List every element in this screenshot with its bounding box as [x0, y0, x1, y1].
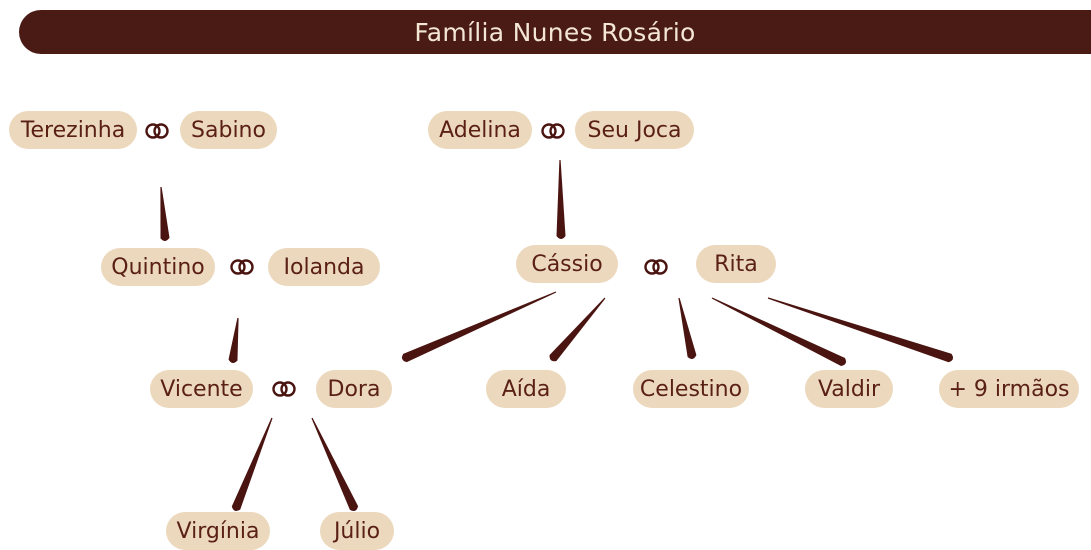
- descent-stroke: [767, 297, 954, 363]
- person-more-siblings: + 9 irmãos: [939, 370, 1079, 408]
- page-title: Família Nunes Rosário: [414, 17, 696, 47]
- person-sabino: Sabino: [180, 111, 277, 149]
- person-julio: Júlio: [320, 512, 394, 550]
- interlocked-rings-icon: [272, 381, 296, 397]
- person-vicente: Vicente: [150, 370, 253, 408]
- interlocked-rings-icon: [145, 123, 169, 139]
- person-rita: Rita: [696, 245, 776, 283]
- person-adelina: Adelina: [428, 111, 532, 149]
- person-aida: Aída: [486, 370, 566, 408]
- person-virginia: Virgínia: [166, 512, 270, 550]
- descent-stroke: [549, 297, 606, 362]
- interlocked-rings-icon: [644, 259, 668, 275]
- person-terezinha: Terezinha: [9, 111, 137, 149]
- descent-stroke: [556, 159, 566, 240]
- descent-stroke: [401, 291, 557, 363]
- descent-stroke: [231, 417, 273, 512]
- person-valdir: Valdir: [805, 370, 893, 408]
- title-banner: Família Nunes Rosário: [19, 10, 1091, 54]
- descent-stroke: [678, 297, 697, 360]
- person-dora: Dora: [316, 370, 392, 408]
- interlocked-rings-icon: [541, 123, 565, 139]
- interlocked-rings-icon: [230, 259, 254, 275]
- descent-stroke: [160, 186, 170, 242]
- descent-stroke: [711, 297, 847, 367]
- person-celestino: Celestino: [633, 370, 749, 408]
- person-seu-joca: Seu Joca: [575, 111, 694, 149]
- person-quintino: Quintino: [101, 248, 215, 286]
- descent-stroke: [311, 417, 359, 512]
- person-cassio: Cássio: [516, 245, 618, 283]
- descent-stroke: [228, 317, 239, 364]
- person-iolanda: Iolanda: [268, 248, 380, 286]
